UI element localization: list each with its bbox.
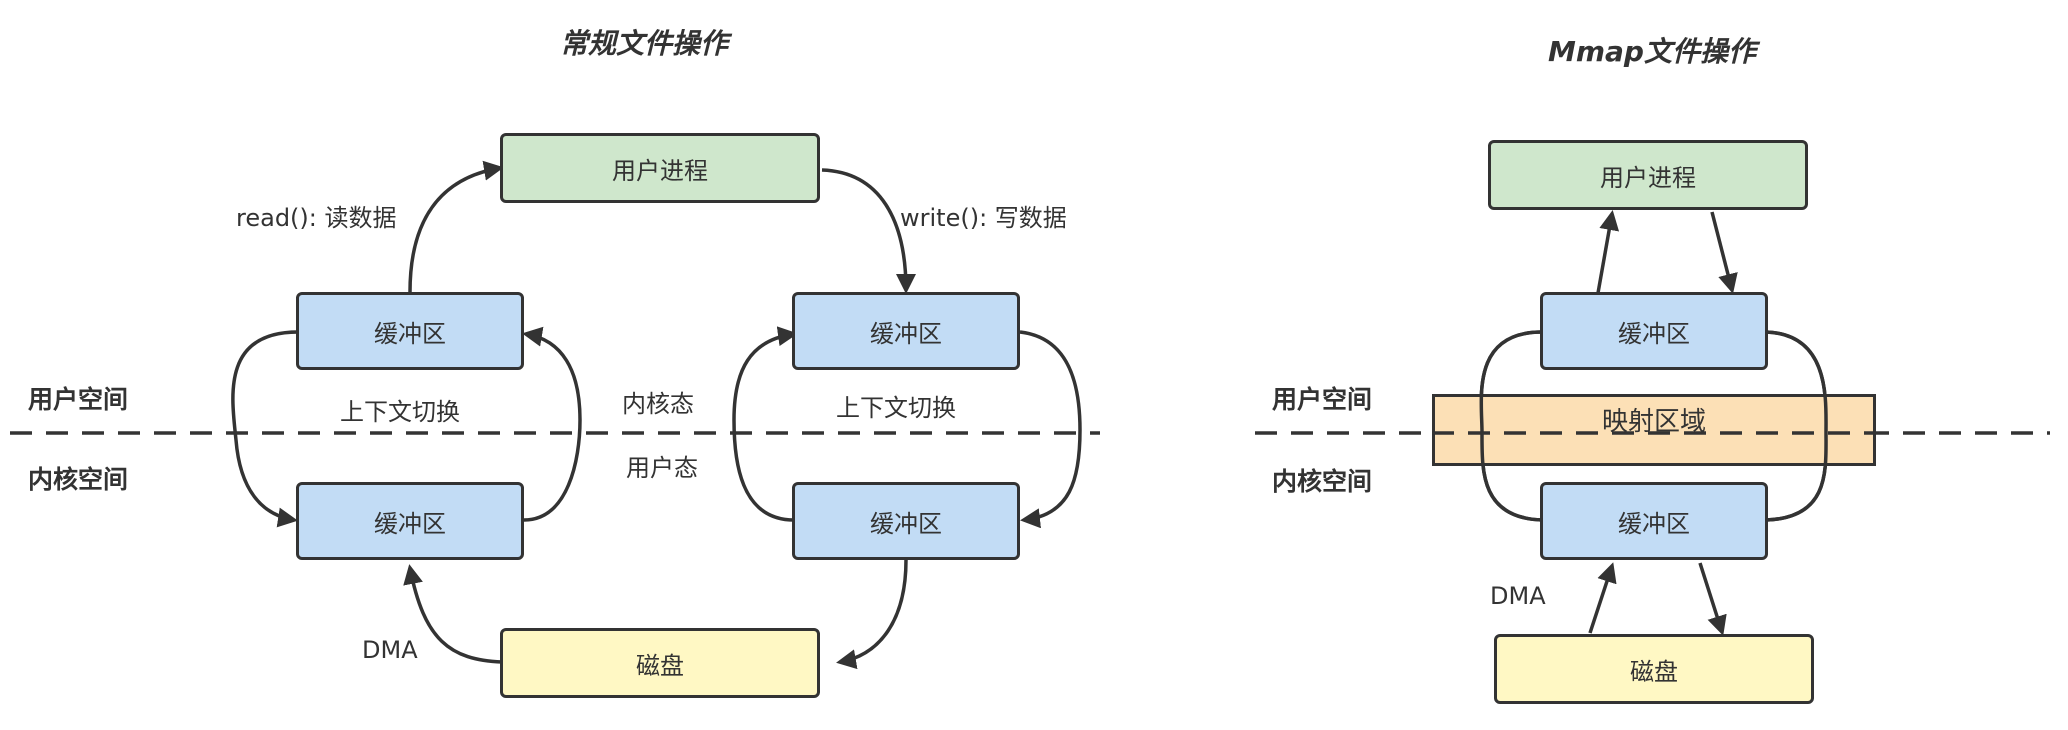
left-dma-label: DMA (362, 636, 418, 664)
arrow-user-process-to-right-buffer (821, 168, 916, 294)
arrow-right-lower-buffer-to-upper-buffer (732, 326, 798, 522)
arrow-mmap-buffer-to-disk (1698, 562, 1727, 636)
right-user-space-label: 用户空间 (1272, 385, 1373, 414)
left-kernel-space-label: 内核空间 (28, 465, 129, 494)
right-kernel-space-label: 内核空间 (1272, 467, 1373, 496)
arrow-right-buffer-to-disk (836, 559, 908, 670)
user-mode-label: 用户态 (626, 454, 698, 482)
left-diagram-title: 常规文件操作 (560, 27, 729, 60)
mmap-user-process-box: 用户进程 (1488, 140, 1808, 210)
right-diagram-title: Mmap文件操作 (1548, 35, 1756, 68)
left-user-space-label: 用户空间 (28, 385, 129, 414)
arrow-mmap-user-process-to-buffer (1710, 211, 1738, 294)
mapped-region-box: 映射区域 (1432, 394, 1876, 466)
arrow-mmap-disk-to-buffer (1588, 562, 1617, 634)
left-disk-label: 磁盘 (636, 651, 684, 680)
write-label: write(): 写数据 (900, 204, 1067, 232)
mmap-upper-buffer-box: 缓冲区 (1540, 292, 1768, 370)
arrow-disk-to-left-buffer (403, 564, 503, 664)
mmap-user-process-label: 用户进程 (1600, 163, 1696, 192)
left-lower-buffer-box: 缓冲区 (296, 482, 524, 560)
mapped-region-label: 映射区域 (1601, 407, 1706, 437)
left-user-process-label: 用户进程 (612, 156, 708, 185)
read-label: read(): 读数据 (236, 204, 397, 232)
right-upper-buffer-label: 缓冲区 (870, 319, 942, 348)
left-user-process-box: 用户进程 (500, 133, 820, 203)
mmap-lower-buffer-box: 缓冲区 (1540, 482, 1768, 560)
arrow-left-buffer-to-user-process (408, 160, 504, 293)
right-lower-buffer-label: 缓冲区 (870, 509, 942, 538)
right-context-switch-label: 上下文切换 (836, 394, 956, 422)
left-lower-buffer-label: 缓冲区 (374, 509, 446, 538)
mmap-disk-box: 磁盘 (1494, 634, 1814, 704)
right-upper-buffer-box: 缓冲区 (792, 292, 1020, 370)
right-lower-buffer-box: 缓冲区 (792, 482, 1020, 560)
right-dma-label: DMA (1490, 582, 1546, 610)
left-upper-buffer-label: 缓冲区 (374, 319, 446, 348)
left-upper-buffer-box: 缓冲区 (296, 292, 524, 370)
arrow-left-upper-buffer-to-lower-buffer (231, 330, 299, 528)
mmap-upper-buffer-label: 缓冲区 (1618, 319, 1690, 348)
left-disk-box: 磁盘 (500, 628, 820, 698)
arrow-left-lower-buffer-to-upper-buffer (522, 326, 582, 522)
arrow-mmap-buffer-to-user-process (1596, 210, 1620, 294)
mmap-lower-buffer-label: 缓冲区 (1618, 509, 1690, 538)
arrow-right-upper-buffer-to-lower-buffer (1019, 330, 1082, 529)
left-context-switch-label: 上下文切换 (340, 398, 460, 426)
mmap-disk-label: 磁盘 (1630, 657, 1678, 686)
kernel-mode-label: 内核态 (622, 390, 694, 418)
